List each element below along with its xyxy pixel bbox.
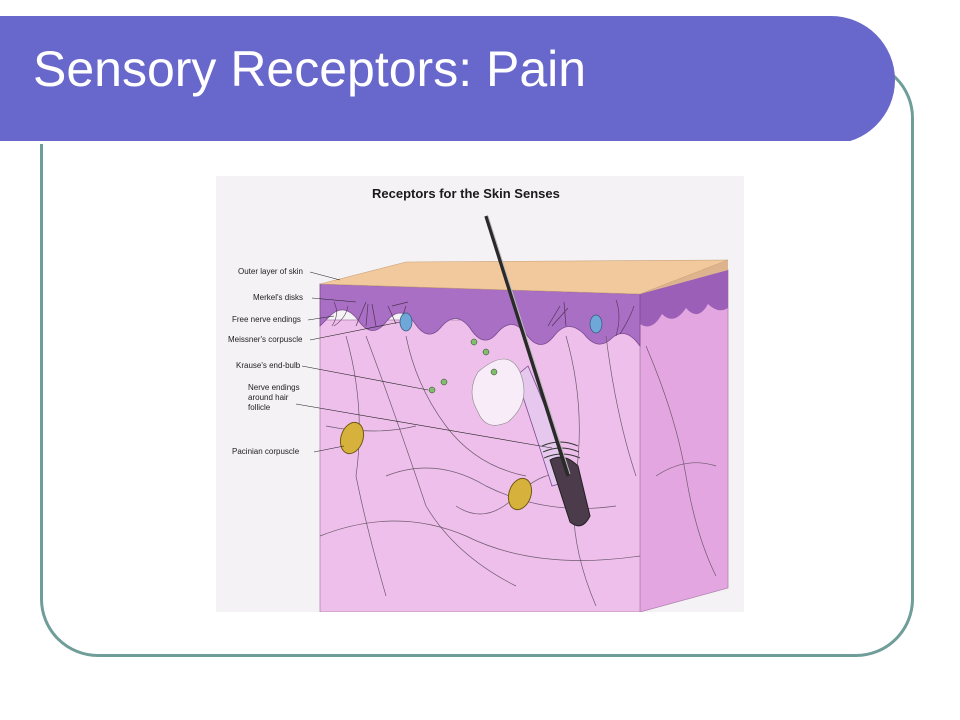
pacinian-corpuscle [339,421,365,455]
label-free-nerve-endings: Free nerve endings [232,315,301,324]
outer-skin-surface [319,259,729,295]
label-hair-nerve-endings-3: follicle [248,403,271,412]
meissners-corpuscle-2 [589,314,603,334]
title-bar [0,16,895,144]
diagram-title: Receptors for the Skin Senses [372,186,560,201]
epidermis-front [319,283,641,348]
hair-shaft-highlight [487,215,571,475]
title-underline [0,141,850,144]
label-pacinian-corpuscle: Pacinian corpuscle [232,447,300,456]
label-krauses-end-bulb: Krause's end-bulb [236,361,301,370]
meissners-corpuscle [399,312,413,332]
label-hair-nerve-endings-2: around hair [248,393,289,402]
label-outer-layer: Outer layer of skin [238,267,303,276]
hair-shaft [484,215,570,477]
epidermis-side [640,270,728,327]
hair-bulb [549,456,591,527]
label-meissners-corpuscle: Meissner's corpuscle [228,335,303,344]
slide-title: Sensory Receptors: Pain [33,41,587,97]
label-merkels-disks: Merkel's disks [253,293,303,302]
skin-receptor-diagram: Receptors for the Skin Senses [216,176,744,612]
dermis-front [319,319,641,612]
sebaceous-gland [471,358,525,426]
label-hair-nerve-endings-1: Nerve endings [248,383,300,392]
label-leader-lines [295,271,553,453]
krauses-end-bulbs [428,338,498,394]
free-nerve-endings [331,299,635,337]
pacinian-corpuscle-2 [507,477,533,511]
